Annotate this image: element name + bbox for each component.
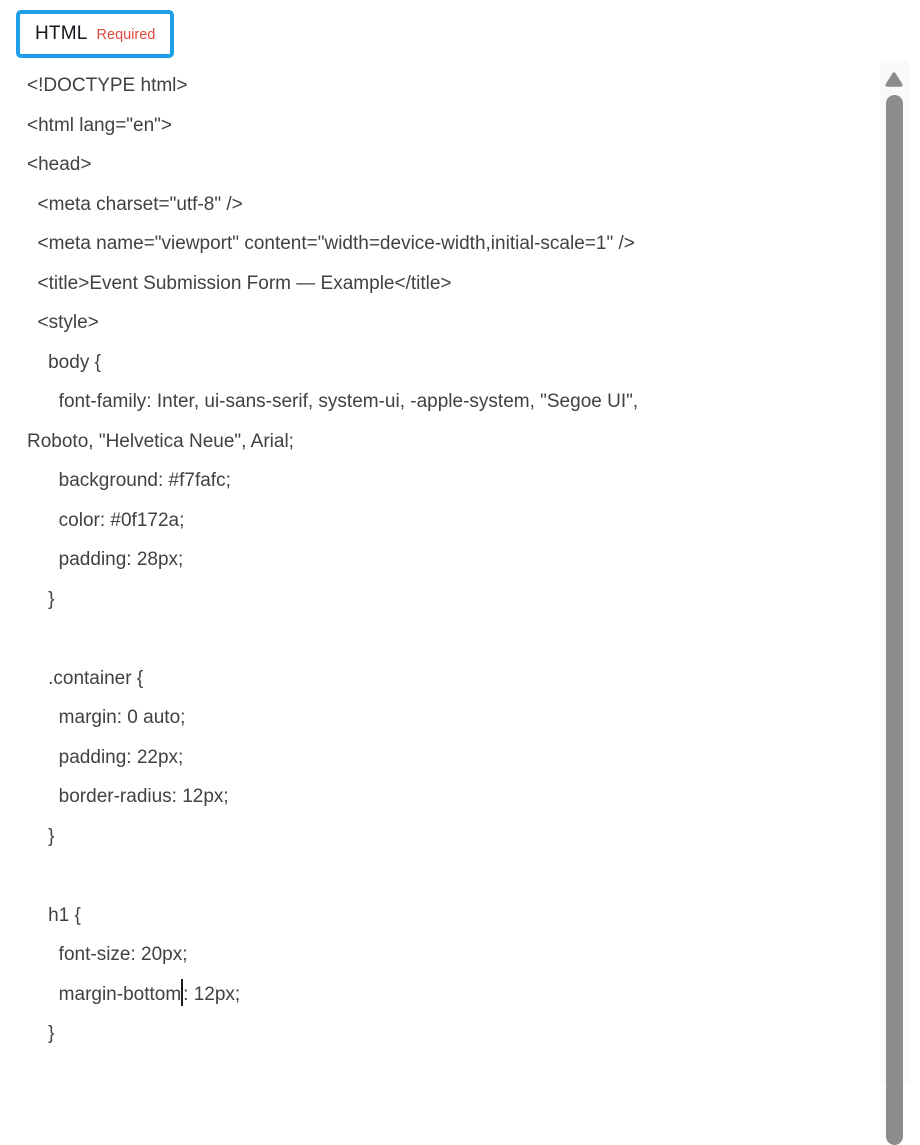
code-line: padding: 28px; bbox=[27, 549, 184, 570]
required-badge: Required bbox=[96, 27, 156, 43]
code-line: color: #0f172a; bbox=[27, 509, 185, 531]
code-line: h1 { bbox=[27, 904, 81, 926]
code-line: } bbox=[27, 825, 55, 847]
scroll-up-icon bbox=[885, 71, 903, 87]
field-label-text: HTML bbox=[35, 23, 88, 44]
code-line: margin-bottom: 12px; bbox=[27, 975, 877, 1015]
code-line: body { bbox=[27, 351, 101, 373]
text-caret bbox=[181, 978, 184, 1006]
code-line: <title>Event Submission Form — Example</… bbox=[27, 272, 452, 294]
code-line: .container { bbox=[27, 667, 144, 689]
code-line: <head> bbox=[27, 154, 92, 175]
code-line: <meta charset="utf-8" /> bbox=[27, 193, 243, 215]
code-line: <html lang="en"> bbox=[27, 114, 173, 136]
scroll-up-button[interactable] bbox=[885, 70, 903, 88]
code-line: } bbox=[27, 588, 55, 610]
html-code-textarea[interactable]: <!DOCTYPE html> <html lang="en"> <head> <m… bbox=[27, 66, 877, 1054]
code-line bbox=[27, 619, 877, 659]
code-line: border-radius: 12px; bbox=[27, 786, 229, 807]
code-line: Roboto, "Helvetica Neue", Arial; bbox=[27, 430, 294, 452]
html-field-label: HTML Required bbox=[16, 10, 175, 58]
code-line bbox=[27, 856, 877, 896]
code-line: padding: 22px; bbox=[27, 746, 184, 768]
code-line: font-family: Inter, ui-sans-serif, syste… bbox=[27, 391, 639, 412]
code-line: margin: 0 auto; bbox=[27, 707, 186, 728]
code-line: font-size: 20px; bbox=[27, 944, 188, 965]
code-line: <style> bbox=[27, 312, 99, 333]
scrollbar-thumb[interactable] bbox=[886, 95, 903, 1145]
code-line: } bbox=[27, 1023, 55, 1044]
form-page: { "field": { "label": "HTML", "required_… bbox=[16, 10, 903, 1145]
code-line: <meta name="viewport" content="width=dev… bbox=[27, 233, 635, 254]
code-line: background: #f7fafc; bbox=[27, 470, 231, 491]
code-line: <!DOCTYPE html> bbox=[27, 75, 188, 96]
